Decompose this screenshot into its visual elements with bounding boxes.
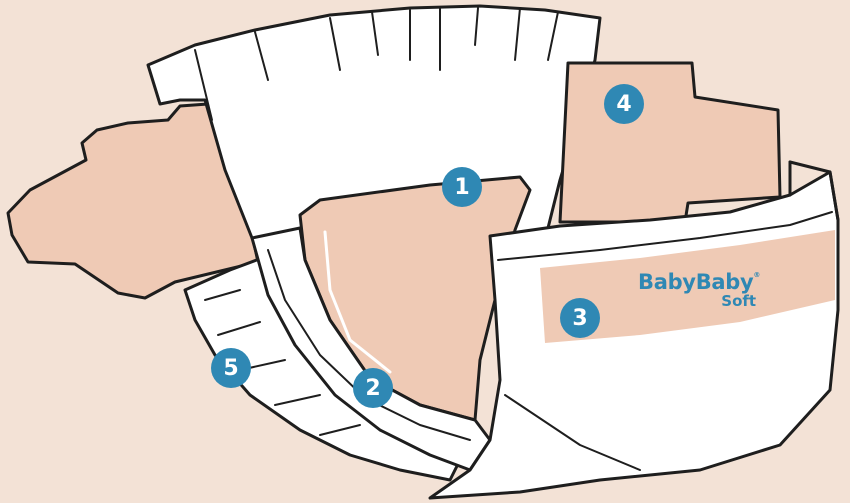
callout-5: 5 [211, 348, 251, 388]
brand-logo: BabyBaby® Soft [638, 272, 760, 309]
callout-1-label: 1 [454, 174, 470, 200]
landing-zone [540, 230, 835, 343]
callout-3-label: 3 [572, 305, 588, 331]
callout-4-label: 4 [616, 91, 632, 117]
brand-line-2: Soft [721, 292, 757, 310]
callout-4: 4 [604, 84, 644, 124]
callout-1: 1 [442, 167, 482, 207]
callout-2-label: 2 [365, 375, 381, 401]
callout-2: 2 [353, 368, 393, 408]
brand-line-1: BabyBaby [638, 270, 754, 294]
fastening-tab-left [6, 101, 260, 300]
callout-5-label: 5 [223, 355, 239, 381]
callout-3: 3 [560, 298, 600, 338]
fastening-tab-right [558, 61, 782, 224]
registered-mark: ® [753, 271, 761, 279]
